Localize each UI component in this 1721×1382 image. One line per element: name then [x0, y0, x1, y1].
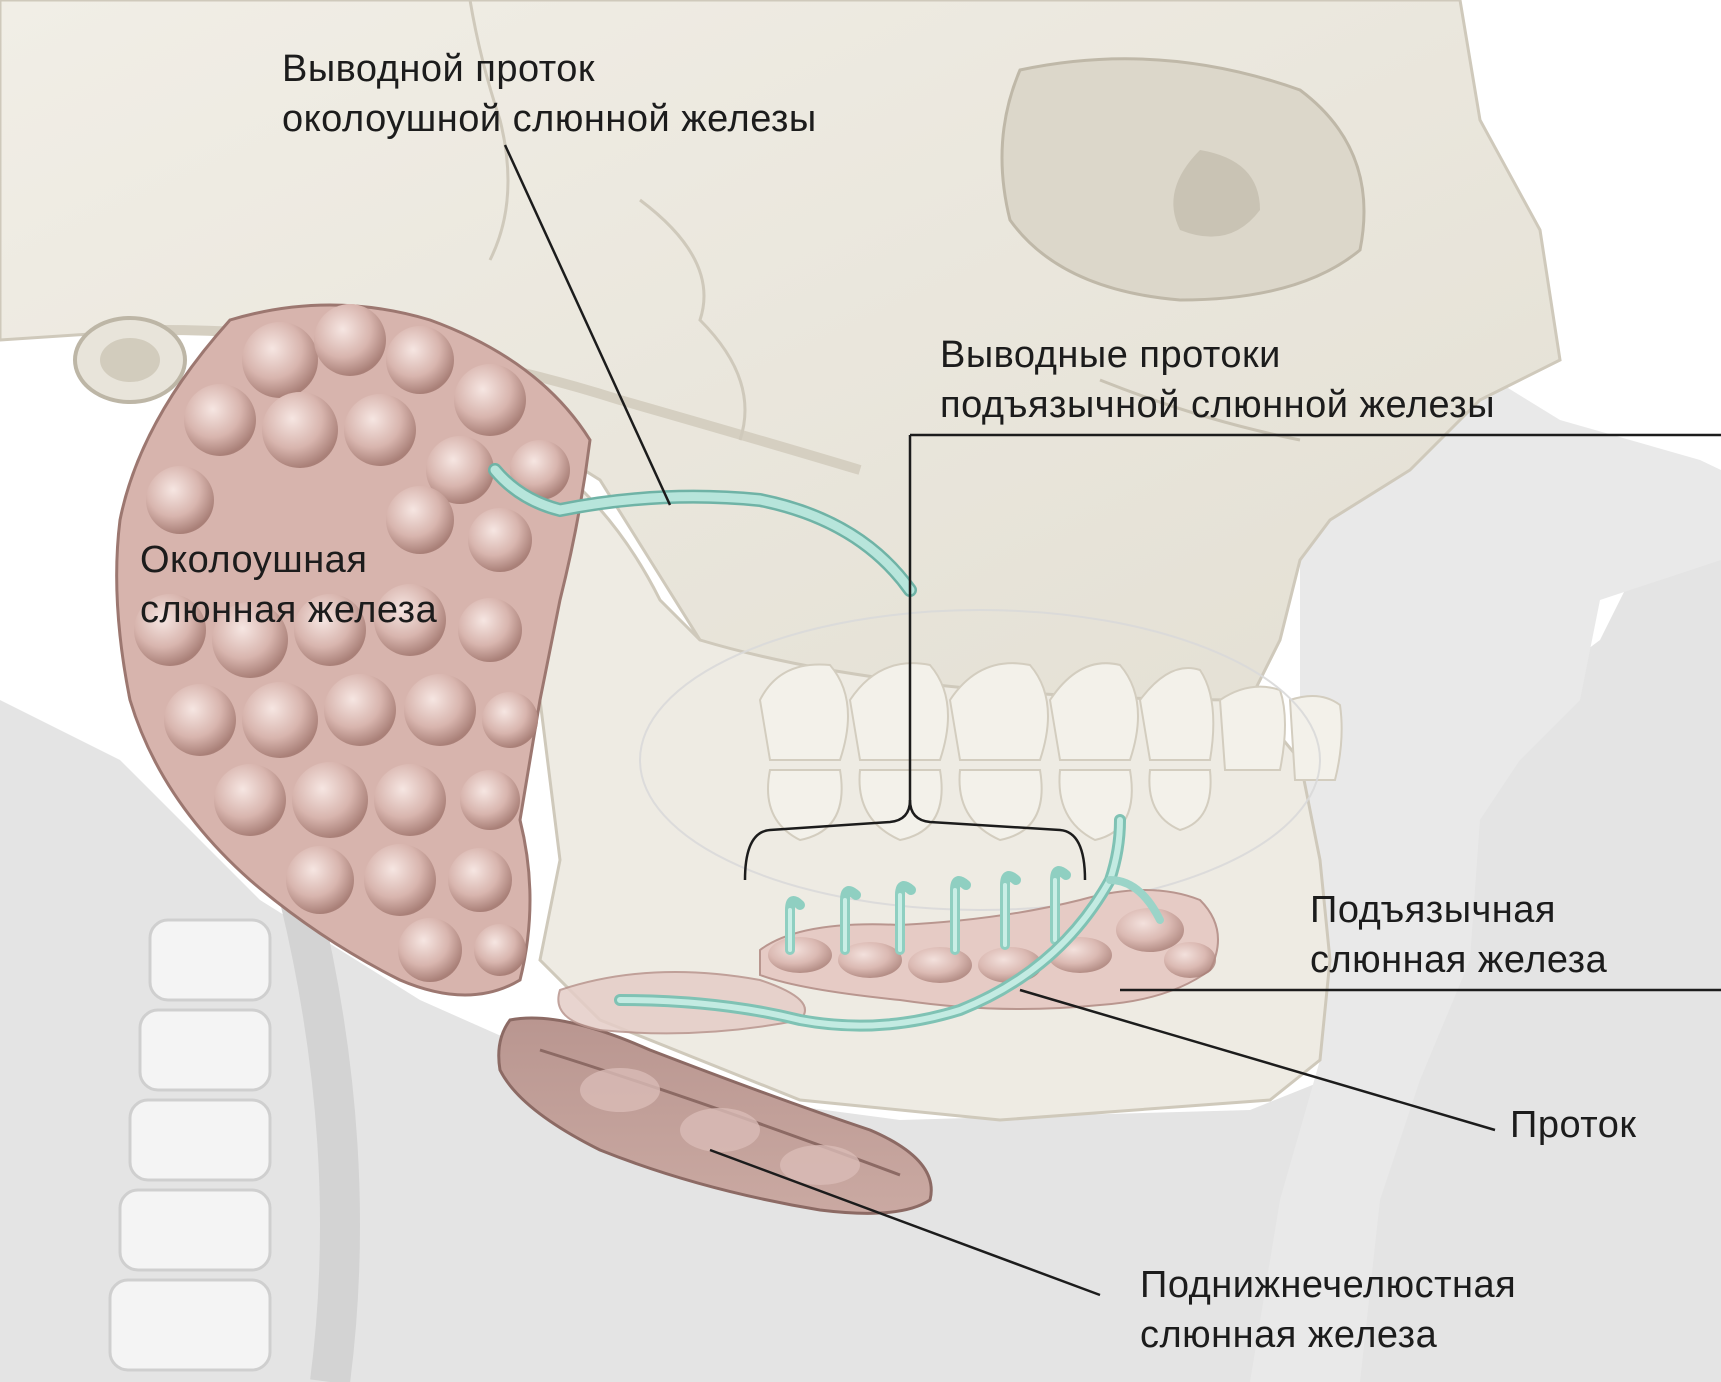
label-parotid-gland-line1: Околоушная	[140, 535, 437, 585]
label-sublingual-gland-line2: слюнная железа	[1310, 935, 1607, 985]
label-sublingual-gland-line1: Подъязычная	[1310, 885, 1607, 935]
label-sublingual-ducts-line2: подъязычной слюнной железы	[940, 380, 1495, 430]
label-sublingual-ducts: Выводные протоки подъязычной слюнной жел…	[940, 330, 1495, 430]
label-duct: Проток	[1510, 1100, 1636, 1150]
label-submandibular-gland-line2: слюнная железа	[1140, 1310, 1516, 1360]
label-parotid-duct-line2: околоушной слюнной железы	[282, 94, 817, 144]
label-submandibular-gland: Поднижнечелюстная слюнная железа	[1140, 1260, 1516, 1360]
label-parotid-duct: Выводной проток околоушной слюнной желез…	[282, 44, 817, 144]
label-duct-line1: Проток	[1510, 1100, 1636, 1150]
label-parotid-duct-line1: Выводной проток	[282, 44, 817, 94]
label-sublingual-ducts-line1: Выводные протоки	[940, 330, 1495, 380]
label-parotid-gland: Околоушная слюнная железа	[140, 535, 437, 635]
label-submandibular-gland-line1: Поднижнечелюстная	[1140, 1260, 1516, 1310]
label-parotid-gland-line2: слюнная железа	[140, 585, 437, 635]
label-sublingual-gland: Подъязычная слюнная железа	[1310, 885, 1607, 985]
